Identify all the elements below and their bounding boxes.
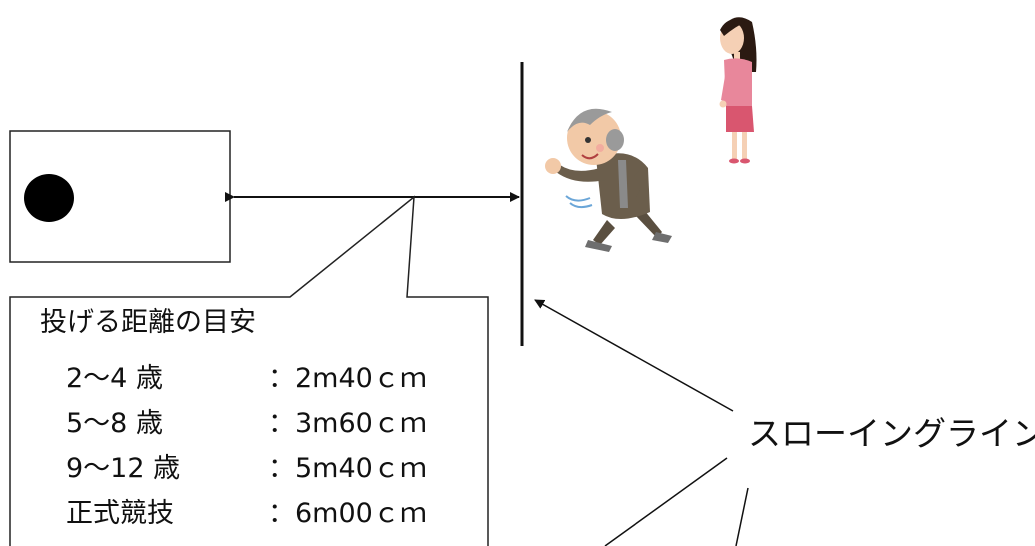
age-label: 5〜8 歳: [66, 408, 163, 439]
grandpa-throwing-icon: [545, 108, 672, 252]
distance-value: ：6m00ｃｍ: [268, 498, 427, 529]
age-label: 正式競技: [66, 498, 174, 529]
callout-box: [9, 195, 489, 546]
throwing-line-label: スローイングライン: [748, 414, 1035, 453]
label-pointer-arrow: [534, 299, 734, 412]
label-pointer-line-2: [735, 487, 749, 546]
distance-value: ：3m60ｃｍ: [268, 408, 427, 439]
standing-woman-icon: [719, 17, 757, 164]
distance-value: ：2m40ｃｍ: [268, 363, 427, 394]
age-label: 2〜4 歳: [66, 363, 163, 394]
age-label: 9〜12 歳: [66, 453, 181, 484]
target-ball-icon: [24, 174, 74, 222]
distance-value: ：5m40ｃｍ: [268, 453, 427, 484]
callout-title: 投げる距離の目安: [40, 307, 256, 338]
label-pointer-line-1: [604, 457, 728, 546]
